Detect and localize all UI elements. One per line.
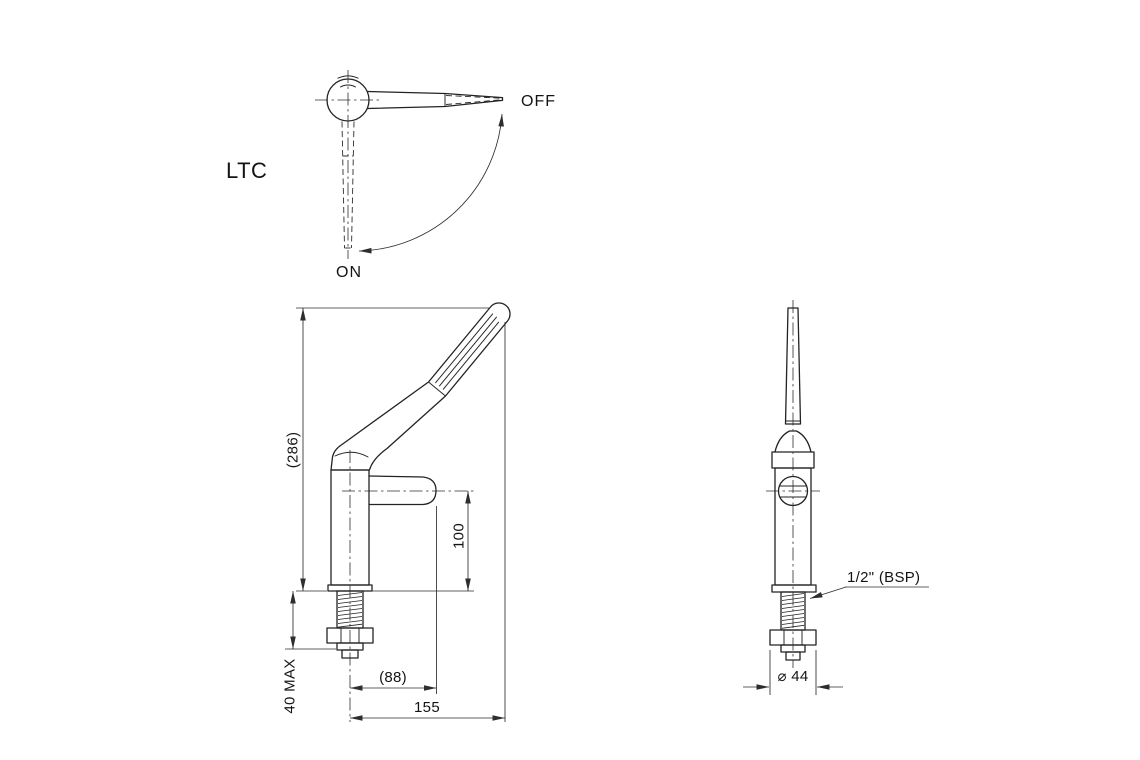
dim-overall-height: (286) [285, 307, 489, 592]
front-lever-handle [330, 302, 511, 471]
dim-base-diameter: ⌀ 44 [743, 650, 843, 695]
dim-overall-reach: 155 [350, 322, 506, 722]
callout-thread-size-label: 1/2" (BSP) [847, 569, 920, 586]
dim-overall-reach-label: 155 [414, 699, 440, 716]
dim-overall-height-label: (286) [285, 432, 302, 469]
side-base-flange [771, 584, 817, 593]
front-view [326, 302, 511, 722]
label-on: ON [336, 264, 362, 281]
top-view-lever-travel: LTC OFF ON [226, 70, 556, 281]
dim-deck-max: 40 MAX [282, 591, 336, 714]
dim-base-diameter-label: ⌀ 44 [777, 668, 808, 685]
front-spout [368, 475, 437, 506]
dim-deck-max-label: 40 MAX [282, 658, 299, 713]
model-label: LTC [226, 158, 267, 183]
front-dimensions: (286) 40 MAX 100 (88) 155 [282, 307, 506, 722]
label-off: OFF [521, 93, 556, 110]
dim-spout-reach: (88) [350, 506, 437, 694]
side-dimensions: 1/2" (BSP) ⌀ 44 [743, 569, 929, 695]
callout-thread-size: 1/2" (BSP) [809, 569, 929, 599]
dim-spout-height-label: 100 [451, 523, 468, 549]
side-view [766, 300, 820, 668]
lever-off-position [366, 90, 504, 110]
travel-arc [358, 113, 504, 254]
dim-spout-reach-label: (88) [379, 669, 407, 686]
dim-spout-height: 100 [371, 491, 474, 592]
